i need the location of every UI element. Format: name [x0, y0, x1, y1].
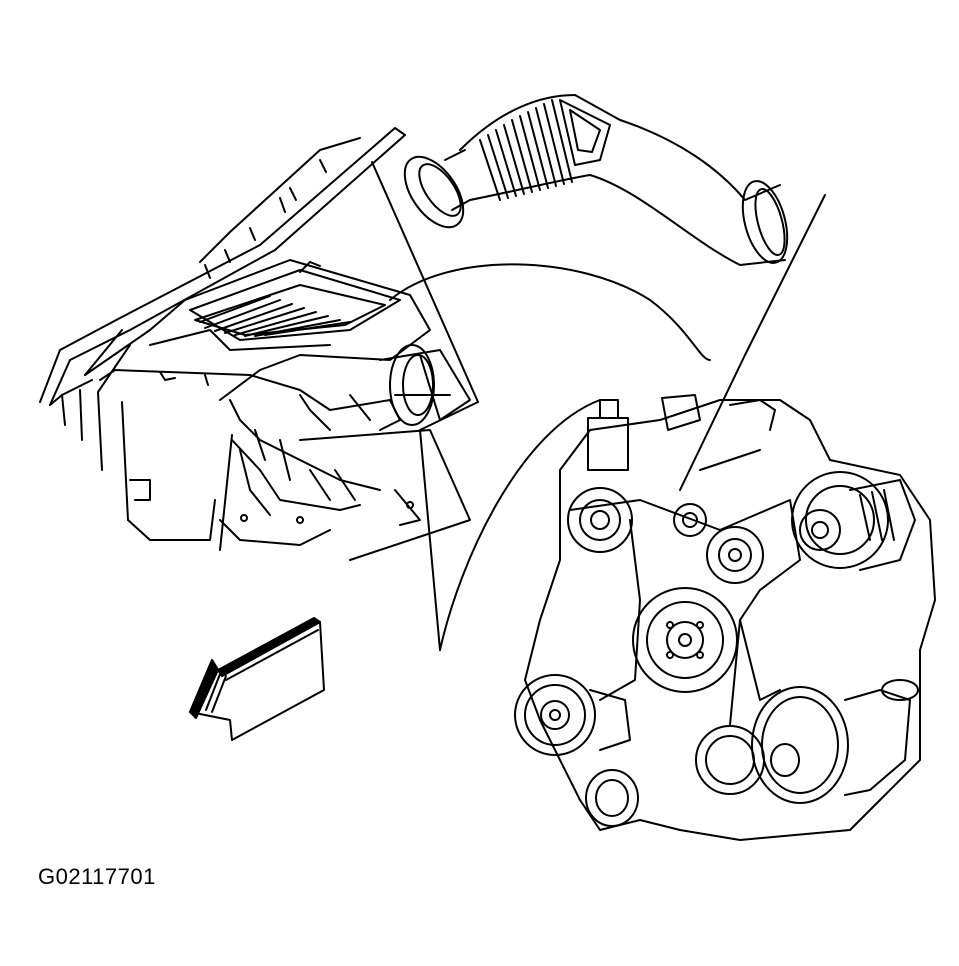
crankshaft-balancer	[632, 587, 738, 693]
engine-front-accessory-drive	[524, 394, 936, 841]
drive-belt	[569, 499, 801, 726]
air-intake-duct	[389, 94, 789, 361]
vehicle-fender	[39, 127, 471, 561]
air-cleaner-assembly	[84, 259, 471, 526]
power-steering-pump	[751, 679, 919, 804]
callout-lines	[371, 161, 826, 651]
generator	[791, 471, 916, 571]
figure-caption: G02117701	[38, 864, 156, 889]
front-arrow	[189, 617, 325, 741]
ac-compressor	[514, 674, 639, 827]
